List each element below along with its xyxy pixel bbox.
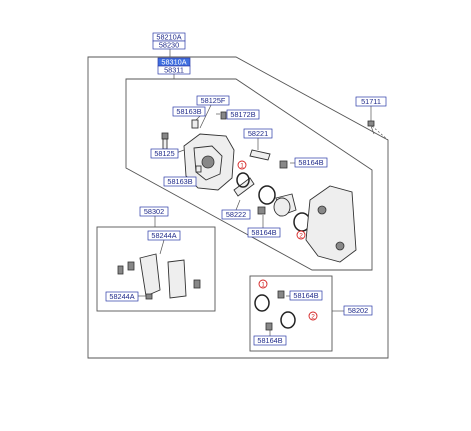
callout-2-circle: [296, 230, 306, 240]
guide-pin-upper: [249, 149, 288, 169]
svg-text:58125: 58125: [154, 149, 174, 158]
leader-58222: [235, 199, 241, 211]
svg-text:58163B: 58163B: [167, 177, 192, 186]
svg-text:58244A: 58244A: [109, 292, 134, 301]
svg-text:58302: 58302: [144, 207, 164, 216]
svg-text:58164B: 58164B: [257, 336, 282, 345]
svg-text:51711: 51711: [361, 97, 381, 106]
label-58164b-seal[interactable]: 58164B: [289, 290, 323, 301]
pad-kit-frame: [96, 226, 216, 312]
outer-frame: [87, 56, 389, 359]
svg-text:58310A: 58310A: [161, 58, 186, 67]
label-58125f[interactable]: 58125F: [196, 95, 230, 106]
seal-kit: [254, 279, 318, 331]
label-58202[interactable]: 58202: [343, 305, 373, 316]
label-58172b[interactable]: 58172B: [226, 109, 260, 120]
label-58302[interactable]: 58302: [139, 206, 169, 217]
seal-callout-1: 1: [261, 282, 265, 289]
label-58311[interactable]: 58311: [157, 66, 191, 75]
lower-bleeder: [195, 165, 202, 173]
callout-1-circle: [237, 160, 247, 170]
caliper-bracket: [305, 185, 357, 263]
svg-text:58164B: 58164B: [251, 228, 276, 237]
label-58244a-lower[interactable]: 58244A: [105, 291, 139, 302]
label-58222[interactable]: 58222: [221, 209, 251, 220]
bleeder-screw: [191, 111, 227, 129]
svg-text:58163B: 58163B: [176, 107, 201, 116]
brake-pads: [117, 253, 201, 300]
label-58125[interactable]: 58125: [150, 148, 179, 159]
seal-ring: [236, 172, 250, 188]
svg-text:58164B: 58164B: [293, 291, 318, 300]
callout-1: 1: [240, 163, 244, 170]
label-58221[interactable]: 58221: [243, 128, 273, 139]
leader-51711-dash: [371, 125, 389, 141]
leader-58125f: [199, 102, 213, 129]
label-58164b[interactable]: 58164B: [294, 157, 328, 168]
svg-text:58244A: 58244A: [151, 231, 176, 240]
label-58230[interactable]: 58230: [152, 41, 186, 50]
guide-pin-lower: [233, 177, 266, 215]
label-58244a[interactable]: 58244A: [147, 230, 181, 241]
svg-text:58172B: 58172B: [230, 110, 255, 119]
svg-text:58164B: 58164B: [298, 158, 323, 167]
label-58164b-lower[interactable]: 58164B: [247, 227, 281, 238]
callout-2: 2: [299, 233, 303, 240]
svg-text:58230: 58230: [159, 41, 179, 50]
caliper-bolt-left: [161, 132, 169, 150]
piston: [258, 185, 311, 232]
svg-text:58202: 58202: [348, 306, 368, 315]
svg-text:58222: 58222: [226, 210, 246, 219]
svg-text:58210A: 58210A: [156, 33, 181, 42]
label-58163b-lower[interactable]: 58163B: [163, 176, 197, 187]
bracket-bolt: [367, 120, 375, 135]
caliper-frame: [125, 78, 373, 271]
svg-text:58221: 58221: [248, 129, 268, 138]
label-58163b[interactable]: 58163B: [172, 106, 206, 117]
leader-58244a: [159, 239, 165, 255]
svg-text:58311: 58311: [164, 66, 184, 75]
seal-kit-frame: [249, 275, 333, 352]
svg-text:58125F: 58125F: [201, 96, 226, 105]
label-51711[interactable]: 51711: [355, 96, 387, 107]
label-58164b-seal-lower[interactable]: 58164B: [253, 335, 287, 346]
seal-callout-2: 2: [311, 314, 315, 321]
